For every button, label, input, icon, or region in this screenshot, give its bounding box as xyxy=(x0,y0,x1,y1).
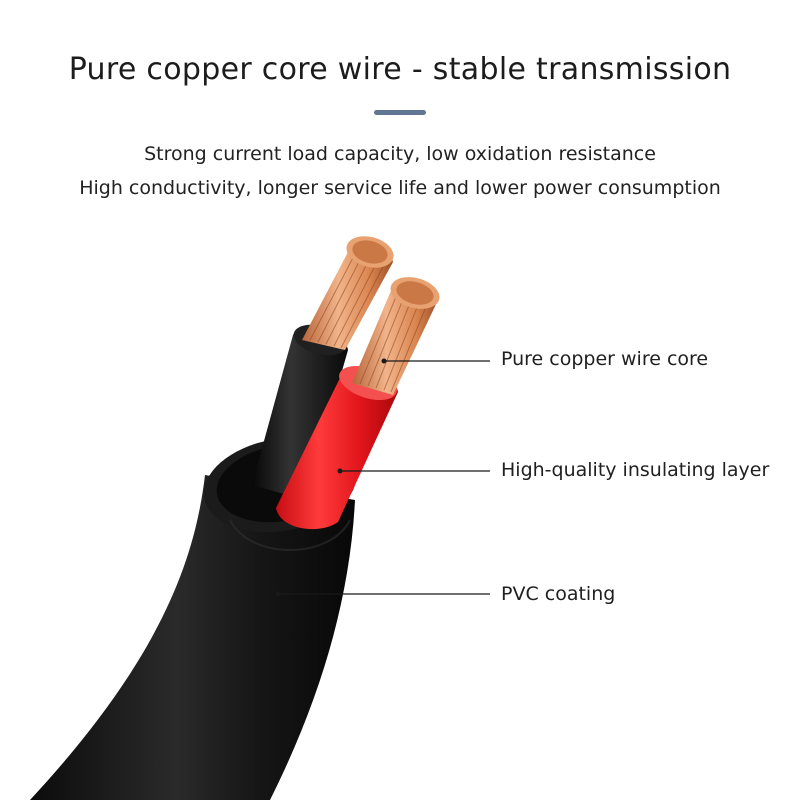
callout-label-copper-core: Pure copper wire core xyxy=(501,348,709,370)
callout-dot-core xyxy=(381,358,387,364)
copper-core-black xyxy=(302,236,394,350)
callout-label-pvc-coating: PVC coating xyxy=(501,583,616,605)
copper-core-red xyxy=(352,277,440,395)
page-title: Pure copper core wire - stable transmiss… xyxy=(68,52,732,87)
title-accent-bar xyxy=(374,110,426,115)
callout-label-insulating-layer: High-quality insulating layer xyxy=(501,459,770,481)
callout-dot-insulation xyxy=(337,468,343,474)
subtitle-line-1: Strong current load capacity, low oxidat… xyxy=(144,143,656,165)
callout-dot-pvc xyxy=(275,591,281,597)
callout-lines xyxy=(278,360,490,595)
subtitle-line-2: High conductivity, longer service life a… xyxy=(79,177,721,199)
